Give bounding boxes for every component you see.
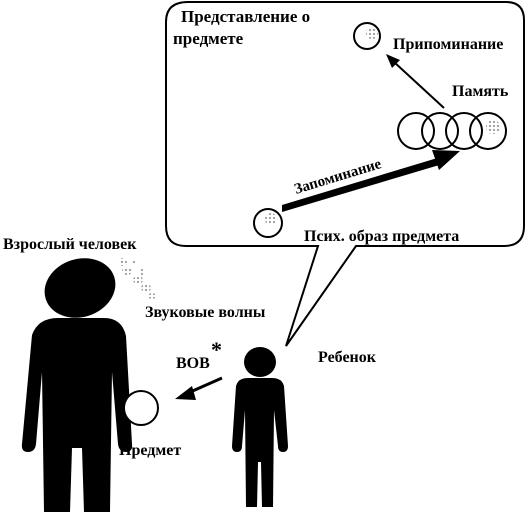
adult-label: Взрослый человек (3, 236, 137, 253)
bubble-title-line2: предмете (173, 29, 244, 48)
memory-label: Память (452, 83, 509, 100)
recall-label: Припоминание (393, 36, 503, 53)
bubble-title-line1: Представление о (181, 7, 310, 26)
child-label: Ребенок (318, 349, 377, 366)
memory-rings-icon (397, 112, 507, 150)
memorize-arrow (282, 150, 460, 212)
mental-image-circle-icon (253, 208, 283, 238)
vob-label: ВОВ (176, 355, 210, 372)
object-label: Предмет (119, 442, 181, 459)
sound-wave-icon (119, 258, 156, 299)
thought-bubble (165, 0, 525, 347)
adult-person-icon (21, 258, 133, 512)
sound-waves-label: Звуковые волны (145, 304, 266, 321)
gaze-arrow (175, 376, 223, 400)
recall-arrow (386, 54, 445, 109)
recall-circle-icon (353, 22, 381, 50)
mental-image-label: Псих. образ предмета (304, 228, 459, 245)
object-circle-icon (123, 390, 159, 426)
child-person-icon (232, 347, 288, 507)
vob-asterisk: * (211, 337, 222, 362)
